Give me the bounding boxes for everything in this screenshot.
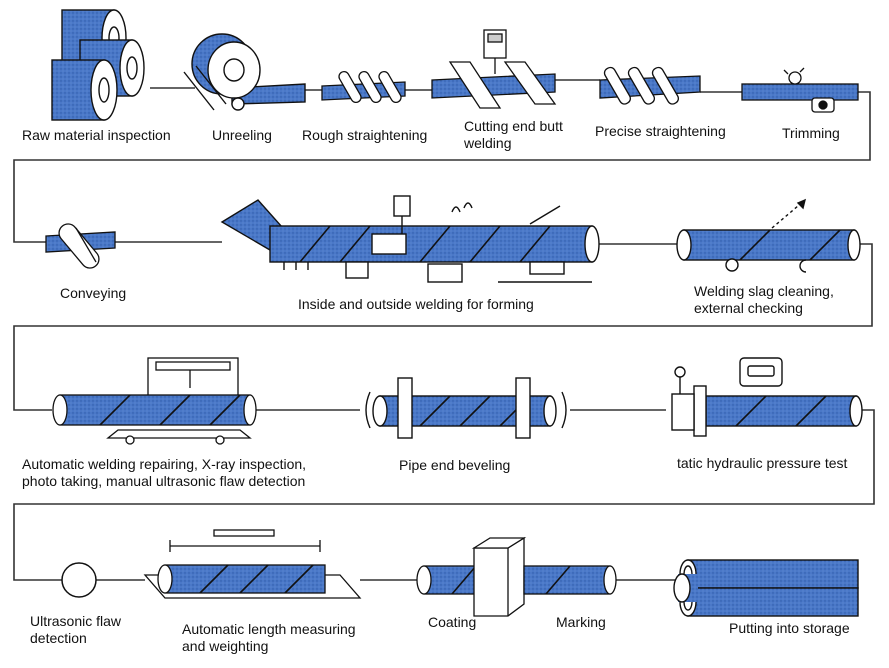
beveling-machine-icon [365, 377, 567, 439]
marked-pipe-icon [523, 565, 617, 595]
butt-welding-machine-icon [431, 29, 557, 109]
step-label-pipe-end-beveling: Pipe end beveling [399, 457, 511, 473]
xray-station-icon [52, 357, 257, 445]
flow-connector [13, 79, 875, 581]
pipe-on-rollers-icon [676, 198, 861, 273]
step-label-automatic-welding-repairing: Automatic welding repairing, X-ray inspe… [22, 456, 307, 489]
conveyor-roller-icon [45, 223, 116, 269]
step-label-unreeling: Unreeling [212, 127, 272, 143]
step-label-precise-straightening: Precise straightening [595, 123, 726, 139]
trimming-icon [741, 67, 859, 113]
step-label-raw-material-inspection: Raw material inspection [22, 127, 171, 143]
step-label-conveying: Conveying [60, 285, 127, 301]
roller-set-icon [599, 66, 701, 105]
steel-coils-icon [51, 9, 145, 121]
step-label-trimming: Trimming [782, 125, 840, 141]
step-label-inside-outside-welding: Inside and outside welding for forming [298, 296, 534, 312]
hydrostatic-tester-icon [671, 357, 863, 437]
step-label-putting-into-storage: Putting into storage [729, 620, 850, 636]
step-label-ultrasonic-flaw-detection: Ultrasonic flaw detection [30, 613, 122, 646]
weighing-platform-icon [143, 529, 362, 599]
spiral-forming-machine-icon [220, 195, 600, 283]
step-label-hydraulic-pressure-test: tatic hydraulic pressure test [677, 455, 848, 471]
step-label-rough-straightening: Rough straightening [302, 127, 428, 143]
step-label-cutting-end-butt-welding: Cutting end butt welding [464, 118, 563, 151]
coating-box-icon [416, 536, 527, 617]
stacked-pipes-icon [673, 559, 859, 617]
step-label-length-measuring: Automatic length measuring and weighting [182, 621, 356, 654]
step-label-marking: Marking [556, 614, 606, 630]
roller-set-icon [321, 70, 406, 104]
unreeling-coil-icon [183, 33, 306, 111]
ultrasonic-ring-icon [61, 562, 97, 598]
step-label-welding-slag-cleaning: Welding slag cleaning, external checking [694, 283, 834, 316]
step-label-coating: Coating [428, 614, 477, 630]
